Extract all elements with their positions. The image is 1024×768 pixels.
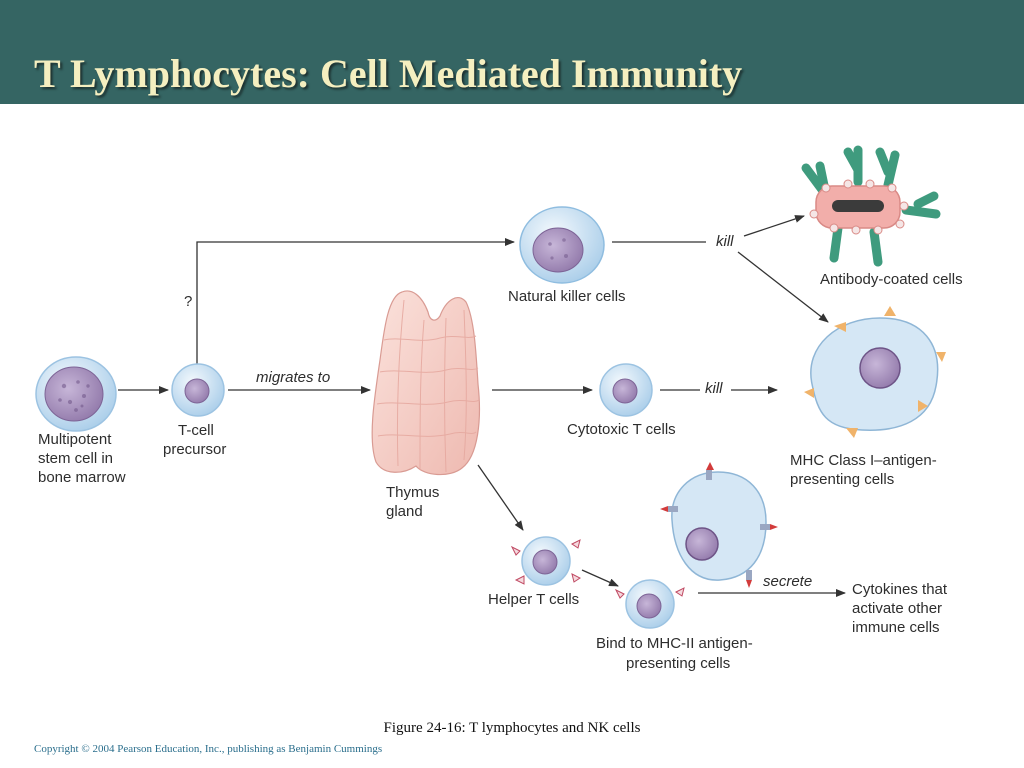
label-stem-cell-line2: stem cell in — [38, 450, 114, 467]
label-thymus-line1: Thymus — [386, 484, 440, 501]
label-stem-cell-line1: Multipotent — [38, 431, 112, 448]
label-secrete: secrete — [763, 573, 813, 590]
label-natural-killer: Natural killer cells — [508, 288, 626, 305]
mhc1-presenting-cell-icon — [804, 306, 946, 438]
tcell-precursor-icon — [171, 363, 225, 417]
label-tcell-precursor-line2: precursor — [163, 441, 227, 458]
label-stem-cell-line3: bone marrow — [38, 469, 126, 486]
label-tcell-precursor-line1: T-cell — [178, 422, 214, 439]
arrow-kill-to-antibody-cells — [743, 215, 805, 237]
t-lymphocyte-diagram — [35, 145, 946, 629]
label-kill-middle: kill — [705, 380, 723, 397]
label-bind-line2: presenting cells — [626, 655, 731, 672]
label-mhc1-line2: presenting cells — [790, 471, 895, 488]
label-thymus-line2: gland — [386, 503, 423, 520]
label-cytokines-line3: immune cells — [852, 619, 940, 636]
antibody-coated-cell-icon — [801, 145, 941, 267]
natural-killer-cell-icon — [519, 206, 605, 284]
figure-caption: Figure 24-16: T lymphocytes and NK cells — [383, 720, 641, 736]
label-mhc1-line1: MHC Class I–antigen- — [790, 452, 937, 469]
label-bind-line1: Bind to MHC-II antigen- — [596, 635, 753, 652]
label-migrates-to: migrates to — [256, 369, 331, 386]
bound-helper-tcell-icon — [614, 579, 685, 629]
arrow-precursor-to-nk — [196, 238, 515, 365]
label-cytokines-line1: Cytokines that — [852, 581, 948, 598]
arrow-helper-to-bind — [581, 569, 619, 587]
label-question: ? — [184, 293, 193, 310]
copyright-notice: Copyright © 2004 Pearson Education, Inc.… — [34, 743, 383, 755]
thymus-gland-icon — [371, 290, 481, 476]
stem-cell-icon — [35, 356, 117, 432]
title-bar — [0, 0, 1024, 104]
cytotoxic-tcell-icon — [599, 363, 653, 417]
mhc2-presenting-cell-icon — [660, 462, 778, 588]
label-antibody-coated: Antibody-coated cells — [820, 271, 963, 288]
arrow-kill-to-mhc1 — [737, 251, 829, 323]
helper-tcell-icon — [510, 536, 581, 586]
label-cytokines-line2: activate other — [852, 600, 943, 617]
arrow-thymus-to-helper — [477, 464, 524, 531]
label-kill-upper: kill — [716, 233, 734, 250]
slide-title: T Lymphocytes: Cell Mediated Immunity — [34, 51, 743, 96]
label-helper: Helper T cells — [488, 591, 580, 608]
arrows — [118, 215, 846, 597]
label-cytotoxic: Cytotoxic T cells — [567, 421, 676, 438]
